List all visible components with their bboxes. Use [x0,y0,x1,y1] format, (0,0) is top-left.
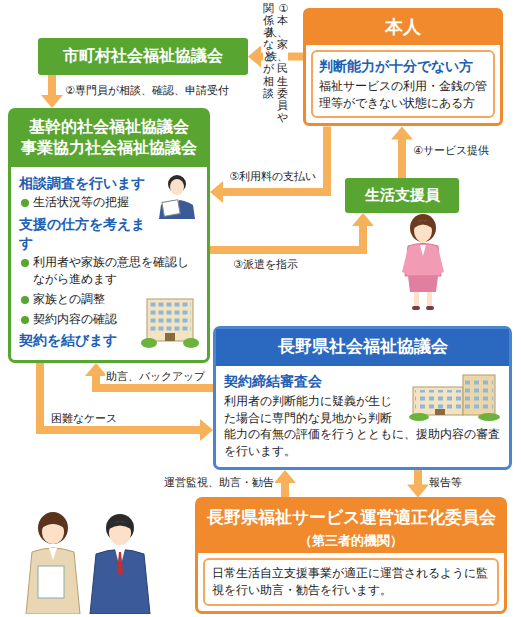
arrow-head [407,484,429,497]
arrow-head [391,126,413,139]
arrow-line [414,470,422,485]
list-item: 家族との調整 [19,291,199,307]
arrow-line [398,138,406,178]
person-box: 本人判断能力が十分でない方福祉サービスの利用・金銭の管理等ができない状態にある方 [303,8,503,126]
section-heading: 契約を結びます [19,331,199,350]
council-building [409,371,501,421]
flow-arrow [210,213,374,250]
box-title: 長野県社会福祉協議会 [216,332,509,362]
step-label: 困難なケース [50,412,118,426]
bullet-dot [21,199,29,207]
arrow-head [248,46,261,68]
flow-arrow [391,126,413,178]
bullet-dot [21,296,29,304]
section-heading: 契約締結審査会 [224,372,501,391]
arrow-head [200,419,213,441]
flow-arrow [407,470,429,497]
staff-pair-figure [8,506,168,614]
arrow-line [210,225,363,250]
node-header: 長野県福祉サービス運営適正化委員会（第三者的機関） [198,500,504,553]
box-title: 長野県福祉サービス運営適正化委員会 [200,503,502,532]
node-body: 判断能力が十分でない方福祉サービスの利用・金銭の管理等ができない状態にある方 [311,50,495,118]
body-text: 利用者の判断能力に疑義が生じた場合に専門的な見地から判断能力の有無の評価を行うと… [224,393,501,460]
step-label: 助言、バックアップ [105,370,206,384]
bullet-dot [21,259,29,267]
step-label: 報告等 [428,476,463,490]
node-header: 市町村社会福祉協議会 [38,38,248,75]
step-label: ②専門員が相談、確認、申請受付 [64,84,230,98]
list-item: 利用者や家族の意思を確認しながら進めます [19,254,199,286]
node-header: 長野県社会福祉協議会 [216,329,509,366]
committee-box: 長野県福祉サービス運営適正化委員会（第三者的機関） 日常生活自立支援事業が適正に運… [195,497,507,614]
item-text: 利用者や家族の意思を確認しながら進めます [33,254,199,286]
arrow-head [210,181,223,203]
flow-arrow [40,363,213,441]
arrow-line [281,482,289,497]
item-text: 家族との調整 [33,291,199,307]
arrow-head [274,470,296,483]
arrow-head [41,95,63,108]
arrow-head [85,363,107,376]
item-text: 契約内容の確認 [33,311,199,327]
counselor-figure [153,173,199,219]
node-body: 相談調査を行います生活状況等の把握支援の仕方を考えます利用者や家族の意思を確認し… [11,167,207,361]
node-header: 生活支援員 [345,178,459,213]
box-subtitle: （第三者的機関） [200,532,502,550]
flow-arrow [41,75,63,108]
section-heading: 相談調査を行います [19,174,199,193]
node-header: 基幹的社会福祉協議会 事業協力社会福祉協議会 [11,111,207,167]
step-label: ③派遣を指示 [232,258,299,272]
node-header: 本人 [306,11,500,45]
list-item: 生活状況等の把握 [19,194,199,210]
bullet-dot [21,316,29,324]
item-text: 生活状況等の把握 [33,194,199,210]
step-label: 運営監視、助言・勧告 [163,476,275,490]
support-worker-figure [386,212,460,312]
prefecture-council-box: 長野県社会福祉協議会 契約締結審査会利用者の判断能力に疑義が生じた場合に専門的な… [213,326,512,470]
core-council-box: 基幹的社会福祉協議会 事業協力社会福祉協議会 相談調査を行います生活状況等の把握… [8,108,210,363]
node-body: 契約締結審査会利用者の判断能力に疑義が生じた場合に専門的な見地から判断能力の有無… [216,366,509,467]
step-label: ⑤利用料の支払い [228,170,317,184]
flow-arrow [210,126,327,203]
box-title: 本人 [306,13,500,42]
office-building [141,293,199,349]
support-worker-tab: 生活支援員 [345,178,459,213]
section-heading: 支援の仕方を考えます [19,215,199,253]
arrow-head [352,213,374,226]
box-title: 市町村社会福祉協議会 [42,42,244,71]
municipal-council-tab: 市町村社会福祉協議会 [38,38,248,75]
arrow-line [222,126,327,192]
box-title: 生活支援員 [349,182,455,209]
flow-arrow [85,363,213,388]
arrow-line [48,75,56,96]
body-text: 日常生活自立支援事業が適正に運営されるように監視を行い助言・勧告を行います。 [212,565,490,599]
body-text: 福祉サービスの利用・金銭の管理等ができない状態にある方 [319,78,487,112]
box-title: 基幹的社会福祉協議会 事業協力社会福祉協議会 [13,114,205,163]
flow-arrow [274,470,296,497]
step-label: ④サービス提供 [412,144,490,158]
section-heading: 判断能力が十分でない方 [319,57,487,76]
node-body: 日常生活自立支援事業が適正に運営されるように監視を行い助言・勧告を行います。 [203,558,499,606]
vertical-step-label: ①本人、家族、民生委員や関係者などが相談 [263,3,288,130]
list-item: 契約内容の確認 [19,311,199,327]
